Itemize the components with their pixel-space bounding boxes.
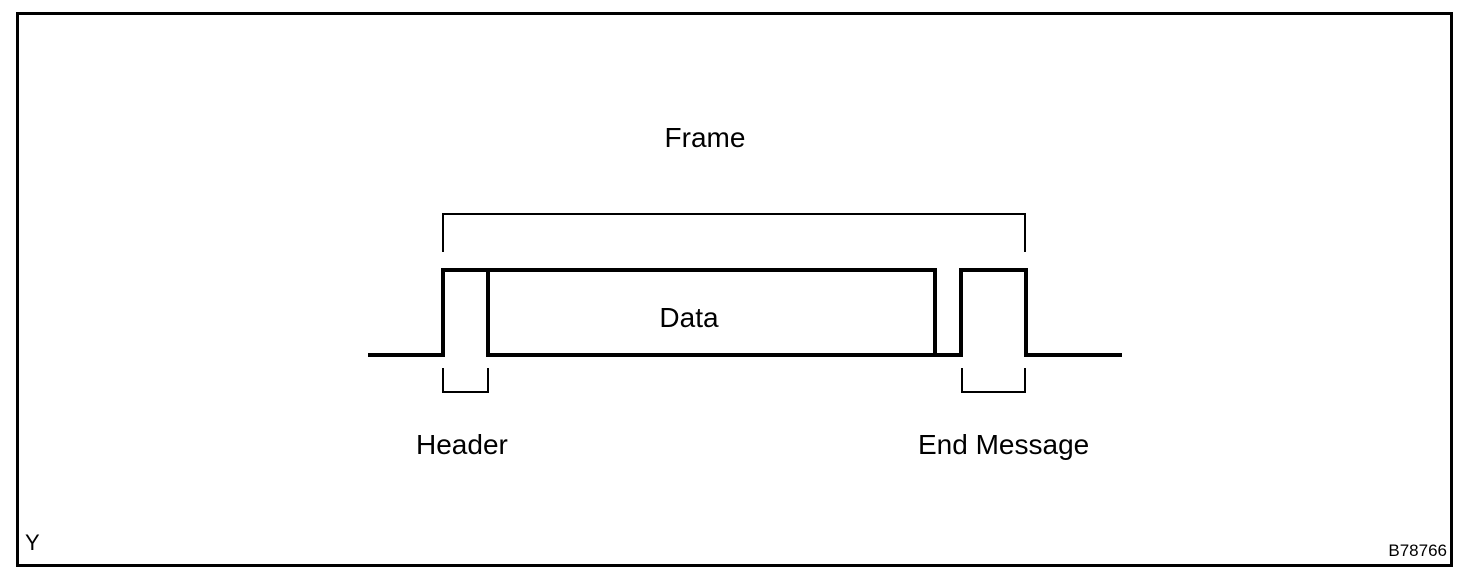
baseline-left	[368, 353, 445, 357]
data-label: Data	[659, 302, 719, 333]
frame-title-label: Frame	[664, 122, 746, 153]
baseline-gap	[933, 353, 963, 357]
baseline-right	[1024, 353, 1122, 357]
end-message-width-bracket	[961, 368, 1026, 393]
figure-code-label: B78766	[1388, 541, 1447, 560]
figure-border	[16, 12, 1453, 567]
data-box	[486, 268, 937, 357]
end-message-label: End Message	[918, 429, 1090, 460]
header-label: Header	[416, 429, 508, 460]
corner-mark-label: Y	[25, 530, 40, 555]
frame-span-bracket	[442, 213, 1026, 252]
header-width-bracket	[442, 368, 489, 393]
header-pulse	[441, 268, 490, 357]
end-message-pulse	[959, 268, 1028, 357]
